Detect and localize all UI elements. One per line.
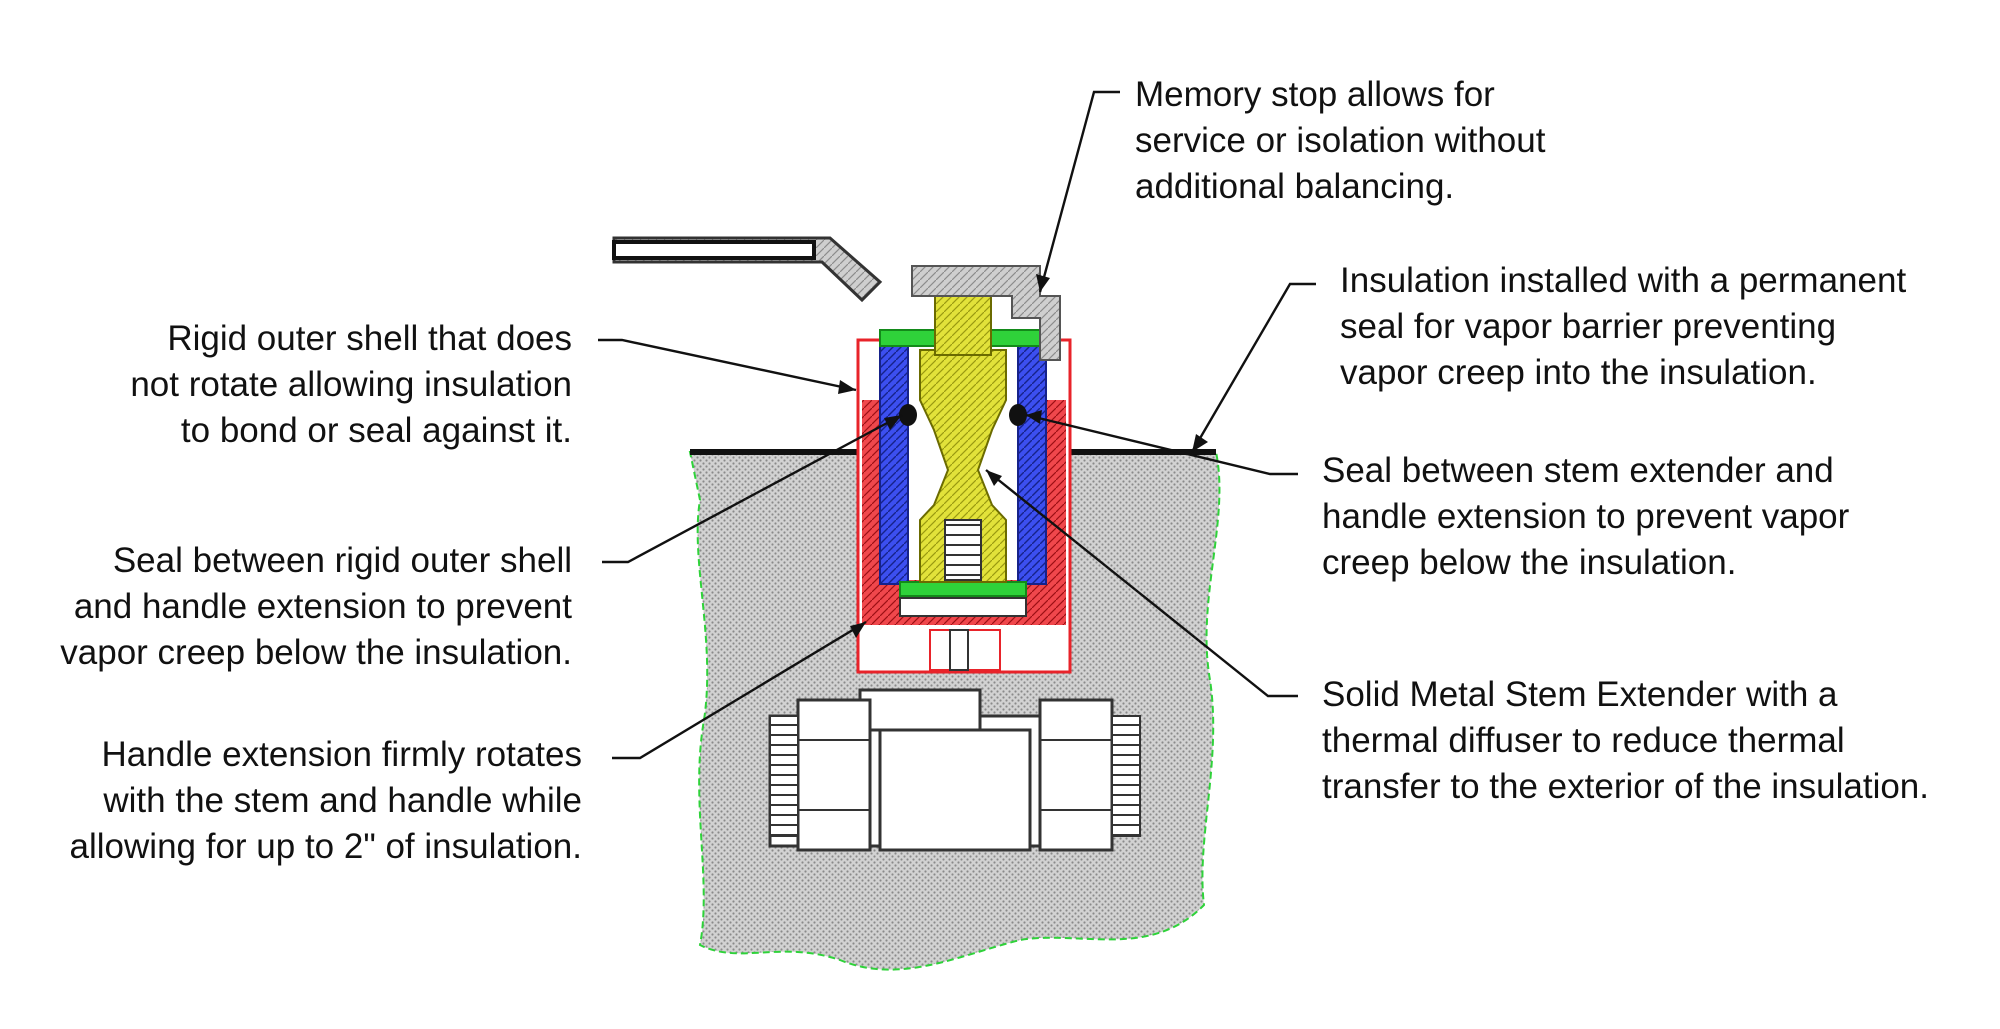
callout-line: Solid Metal Stem Extender with a [1322,675,1838,714]
leader-insulation [1190,282,1316,453]
callout-line: service or isolation without [1135,121,1546,160]
gasket-bottom [899,581,1027,597]
leader-stem-ext [985,469,1298,698]
callout-line: to bond or seal against it. [180,411,572,450]
callout-line: vapor creep into the insulation. [1340,353,1817,392]
ball-valve-icon [768,688,1141,852]
callout-line: Seal between stem extender and [1322,451,1834,490]
gasket-top-left [879,329,941,347]
callout-line: Seal between rigid outer shell [112,541,572,580]
callout-handle-extension: Handle extension firmly rotates with the… [4,732,582,870]
callout-line: Rigid outer shell that does [167,319,572,358]
callout-line: Insulation installed with a permanent [1340,261,1907,300]
leader-seal-stem [1025,413,1298,476]
callout-line: transfer to the exterior of the insulati… [1322,767,1929,806]
leader-lines [598,90,1316,760]
leader-rigid-shell [598,338,857,392]
callout-seal-shell-handle: Seal between rigid outer shell and handl… [4,538,572,676]
callout-line: creep below the insulation. [1322,543,1737,582]
leader-arrowheads [838,274,1208,638]
callout-line: seal for vapor barrier preventing [1340,307,1837,346]
stem-extender [899,274,1027,617]
callout-line: handle extension to prevent vapor [1322,497,1850,536]
gasket-top-right [984,329,1046,347]
callout-insulation: Insulation installed with a permanent se… [1340,258,1980,396]
callout-line: Memory stop allows for [1135,75,1495,114]
handle-extension [879,343,1047,585]
callout-line: allowing for up to 2" of insulation. [69,827,582,866]
callout-line: additional balancing. [1135,167,1455,206]
leader-handle-ext [612,620,867,760]
leader-seal-shell [602,413,903,564]
callout-rigid-outer-shell: Rigid outer shell that does not rotate a… [50,316,572,454]
callout-line: thermal diffuser to reduce thermal [1322,721,1845,760]
callout-line: with the stem and handle while [103,781,582,820]
handle-lever-icon [612,236,883,303]
o-ring-icon [1009,404,1027,426]
callout-memory-stop: Memory stop allows for service or isolat… [1135,72,1695,210]
callout-line: vapor creep below the insulation. [60,633,572,672]
o-ring-icon [899,404,917,426]
callout-stem-extender: Solid Metal Stem Extender with a thermal… [1322,672,1998,810]
callout-line: and handle extension to prevent [73,587,572,626]
leader-memory-stop [1038,90,1120,293]
callout-line: Handle extension firmly rotates [101,735,583,774]
callout-seal-stem-handle: Seal between stem extender and handle ex… [1322,448,1922,586]
callout-line: not rotate allowing insulation [130,365,572,404]
